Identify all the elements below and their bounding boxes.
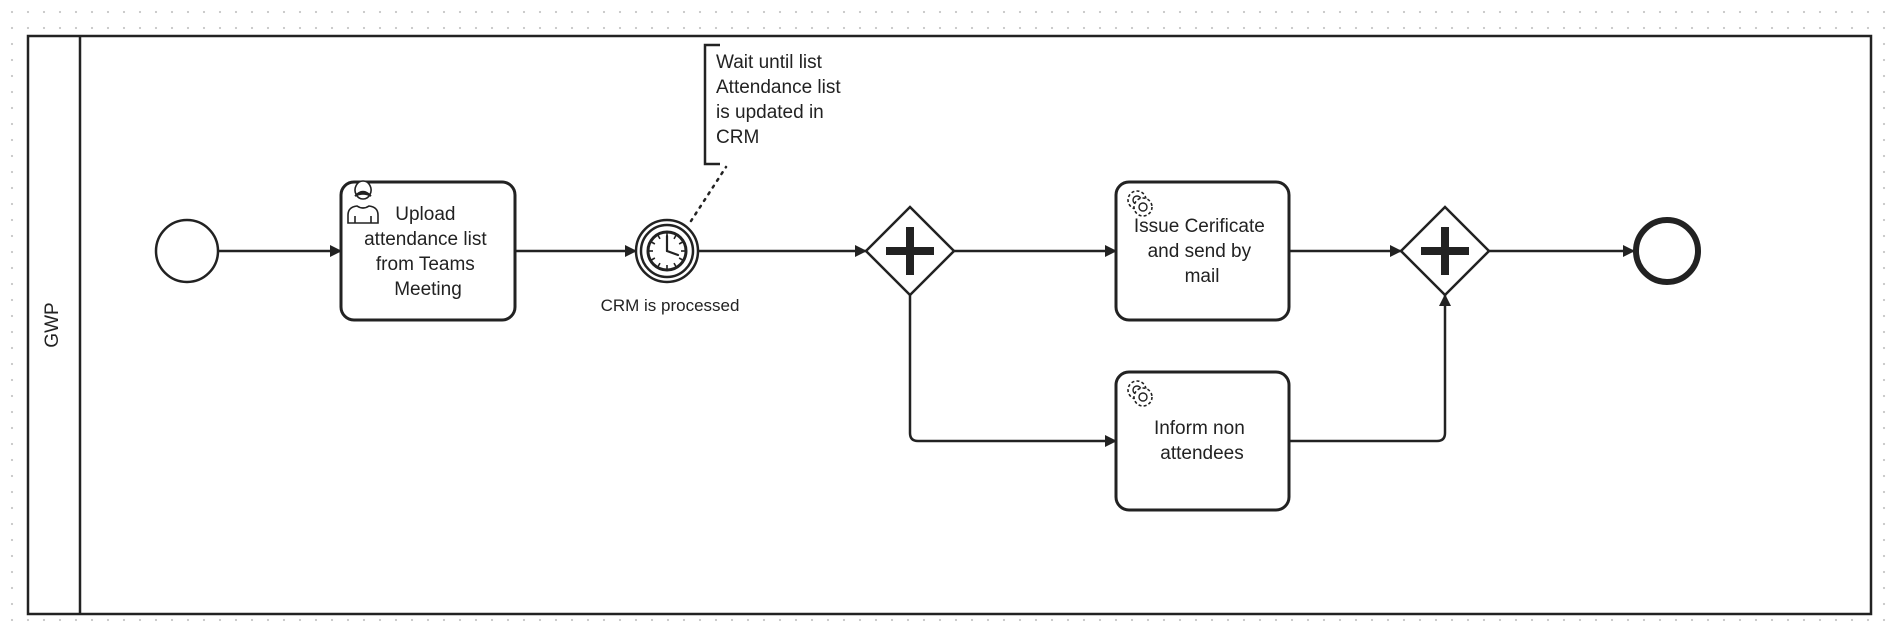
sequence-flows [219, 245, 1635, 447]
task-upload-attendance[interactable]: Upload attendance list from Teams Meetin… [339, 180, 517, 322]
annotation-line: CRM [716, 127, 759, 148]
parallel-gateway-join[interactable] [1399, 205, 1491, 297]
parallel-gateway-split[interactable] [864, 205, 956, 297]
clock-tick [678, 257, 683, 261]
task-label-line: Issue Cerificate [1134, 216, 1265, 237]
timer-event[interactable]: CRM is processed [601, 218, 740, 315]
task-label: Inform non attendees [1154, 418, 1250, 464]
end-event-circle [1633, 217, 1701, 285]
annotation-line: Attendance list [716, 77, 841, 98]
task-label-line: Upload [395, 204, 455, 225]
user-icon [347, 180, 379, 224]
clock-tick [673, 262, 677, 267]
plus-icon [886, 227, 934, 275]
clock-tick [657, 235, 661, 240]
task-label-line: attendance list [364, 229, 487, 250]
plus-icon [1421, 227, 1469, 275]
task-label: Upload attendance list from Teams Meetin… [364, 204, 492, 300]
flow-inform-to-join[interactable] [1289, 294, 1451, 443]
annotation-association[interactable] [689, 165, 728, 223]
start-event[interactable] [154, 218, 220, 284]
annotation-line: Wait until list [716, 52, 823, 73]
timer-event-label: CRM is processed [601, 296, 740, 315]
clock-tick [651, 257, 656, 261]
flow-split-to-inform[interactable] [908, 295, 1117, 447]
gear-icon [1127, 190, 1153, 217]
start-event-circle [154, 218, 220, 284]
end-event[interactable] [1633, 217, 1701, 285]
clock-icon [646, 230, 688, 272]
task-label-line: Meeting [394, 279, 462, 300]
text-annotation[interactable]: Wait until list Attendance list is updat… [703, 43, 846, 166]
task-label-line: and send by [1148, 241, 1252, 262]
task-issue-certificate[interactable]: Issue Cerificate and send by mail [1114, 180, 1291, 322]
pool[interactable]: GWP [26, 34, 1873, 616]
task-box [1114, 370, 1291, 512]
annotation-line: is updated in [716, 102, 824, 123]
clock-tick [673, 235, 677, 240]
annotation-text: Wait until list Attendance list is updat… [716, 52, 846, 148]
task-label-line: Inform non [1154, 418, 1245, 439]
task-label: Issue Cerificate and send by mail [1134, 216, 1270, 287]
clock-tick [678, 241, 683, 245]
annotation-bracket [703, 43, 720, 166]
task-inform-non-attendees[interactable]: Inform non attendees [1114, 370, 1291, 512]
clock-tick [651, 241, 656, 245]
clock-tick [657, 262, 661, 267]
task-box [339, 180, 517, 322]
task-label-line: mail [1185, 266, 1220, 287]
lane-label: GWP [42, 302, 63, 347]
gear-icon [1127, 380, 1153, 407]
task-box [1114, 180, 1291, 322]
task-label-line: attendees [1160, 443, 1243, 464]
task-label-line: from Teams [376, 254, 475, 275]
pool-border [26, 34, 1873, 616]
